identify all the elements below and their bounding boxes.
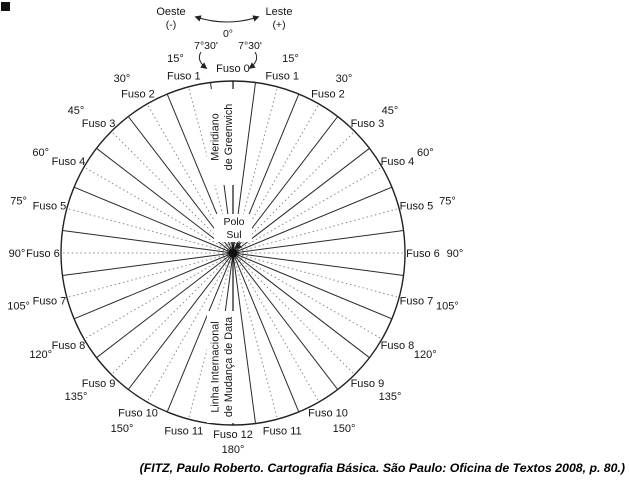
- degree-label: 45°: [68, 105, 85, 117]
- fuso-label: Fuso 8: [381, 340, 415, 352]
- zone-boundary-line: [234, 256, 300, 413]
- degree-label: 30°: [336, 73, 353, 85]
- zone-boundary-line: [235, 255, 370, 359]
- pole-label-line1: Polo: [223, 216, 244, 228]
- zone-boundary-line: [127, 255, 231, 390]
- degree-label: 30°: [114, 73, 131, 85]
- zone-boundary-line: [236, 253, 404, 276]
- zone-boundary-line: [235, 255, 339, 390]
- fuso-label: Fuso 7: [400, 296, 434, 308]
- zone-boundary-line: [233, 256, 256, 424]
- date-line-label-line1: Linha Internacional: [210, 321, 222, 412]
- degree-label: 60°: [32, 147, 49, 159]
- degree-label: 15°: [282, 53, 299, 65]
- fuso-label: Fuso 1: [265, 70, 299, 82]
- east-sign-label: (+): [272, 19, 285, 31]
- degree-label: 15°: [167, 53, 184, 65]
- zone-boundary-line: [96, 255, 231, 359]
- degree-label: 75°: [439, 196, 456, 208]
- half-zone-left-label: 7°30': [194, 40, 218, 52]
- degree-label: 90°: [447, 248, 464, 260]
- direction-arc-arrow: [194, 15, 260, 23]
- south-pole-center-dot: [228, 248, 238, 258]
- zone-boundary-line: [127, 116, 231, 251]
- fuso-label: Fuso 12: [213, 429, 253, 441]
- degree-label: 150°: [111, 423, 134, 435]
- zone-boundary-line: [236, 230, 404, 253]
- pole-label-halo: [214, 214, 252, 242]
- zone-boundary-line: [235, 147, 370, 251]
- greenwich-meridian-label-line2: de Greenwich: [223, 104, 235, 171]
- citation: (FITZ, Paulo Roberto. Cartografia Básica…: [139, 461, 625, 475]
- degree-label: 135°: [379, 391, 402, 403]
- west-sign-label: (-): [166, 19, 177, 31]
- greenwich-degree-label: 0°: [223, 28, 233, 40]
- fuso-label: Fuso 9: [351, 378, 385, 390]
- zone-boundary-line: [96, 147, 231, 251]
- fuso-label: Fuso 5: [400, 200, 434, 212]
- degree-label: 180°: [222, 444, 245, 456]
- corner-mark: [1, 2, 10, 11]
- zone-boundary-line: [235, 116, 339, 251]
- zone-boundary-line: [236, 254, 393, 320]
- fuso-label: Fuso 4: [52, 156, 86, 168]
- degree-label: 120°: [29, 349, 52, 361]
- half-zone-arrow-left: [198, 51, 208, 70]
- label-halo: [207, 311, 237, 423]
- fuso-label: Fuso 1: [167, 70, 201, 82]
- degree-label: 75°: [10, 196, 27, 208]
- date-line-label-line2: de Mudança de Data: [223, 317, 235, 417]
- fuso-label: Fuso 6: [406, 248, 440, 260]
- label-halo: [207, 89, 237, 185]
- degree-label: 90°: [9, 248, 26, 260]
- degree-label: 105°: [7, 300, 30, 312]
- half-zone-right-label: 7°30': [238, 40, 262, 52]
- degree-label: 120°: [414, 349, 437, 361]
- fuso-label: Fuso 8: [52, 340, 86, 352]
- fuso-label: Fuso 6: [26, 248, 60, 260]
- zone-boundary-line: [236, 186, 393, 252]
- degree-label: 150°: [333, 423, 356, 435]
- fuso-label: Fuso 0: [216, 63, 250, 75]
- fuso-label: Fuso 10: [308, 407, 348, 419]
- zone-boundary-line: [73, 186, 230, 252]
- fuso-label: Fuso 10: [118, 407, 158, 419]
- degree-label: 135°: [65, 391, 88, 403]
- fuso-label: Fuso 3: [82, 118, 116, 130]
- fuso-label: Fuso 9: [82, 378, 116, 390]
- degree-label: 45°: [382, 105, 399, 117]
- zone-boundary-line: [62, 253, 230, 276]
- fuso-label: Fuso 11: [263, 426, 302, 438]
- half-zone-arrow-right: [248, 51, 258, 70]
- fuso-label: Fuso 4: [381, 156, 415, 168]
- degree-label: 105°: [436, 300, 459, 312]
- zone-boundary-line: [166, 256, 232, 413]
- fuso-label: Fuso 2: [311, 89, 345, 101]
- fuso-label: Fuso 5: [33, 200, 67, 212]
- east-direction-label: Leste: [266, 6, 293, 18]
- fuso-label: Fuso 11: [164, 426, 203, 438]
- pole-label-line2: Sul: [226, 229, 241, 241]
- zone-boundary-line: [73, 254, 230, 320]
- fuso-label: Fuso 3: [351, 118, 385, 130]
- zone-boundary-line: [62, 230, 230, 253]
- degree-label: 60°: [417, 147, 434, 159]
- west-direction-label: Oeste: [156, 6, 185, 18]
- pole-pointer-arrow: [234, 240, 242, 249]
- fuso-label: Fuso 2: [121, 89, 155, 101]
- greenwich-meridian-label-line1: Meridiano: [210, 113, 222, 160]
- fuso-label: Fuso 7: [33, 296, 67, 308]
